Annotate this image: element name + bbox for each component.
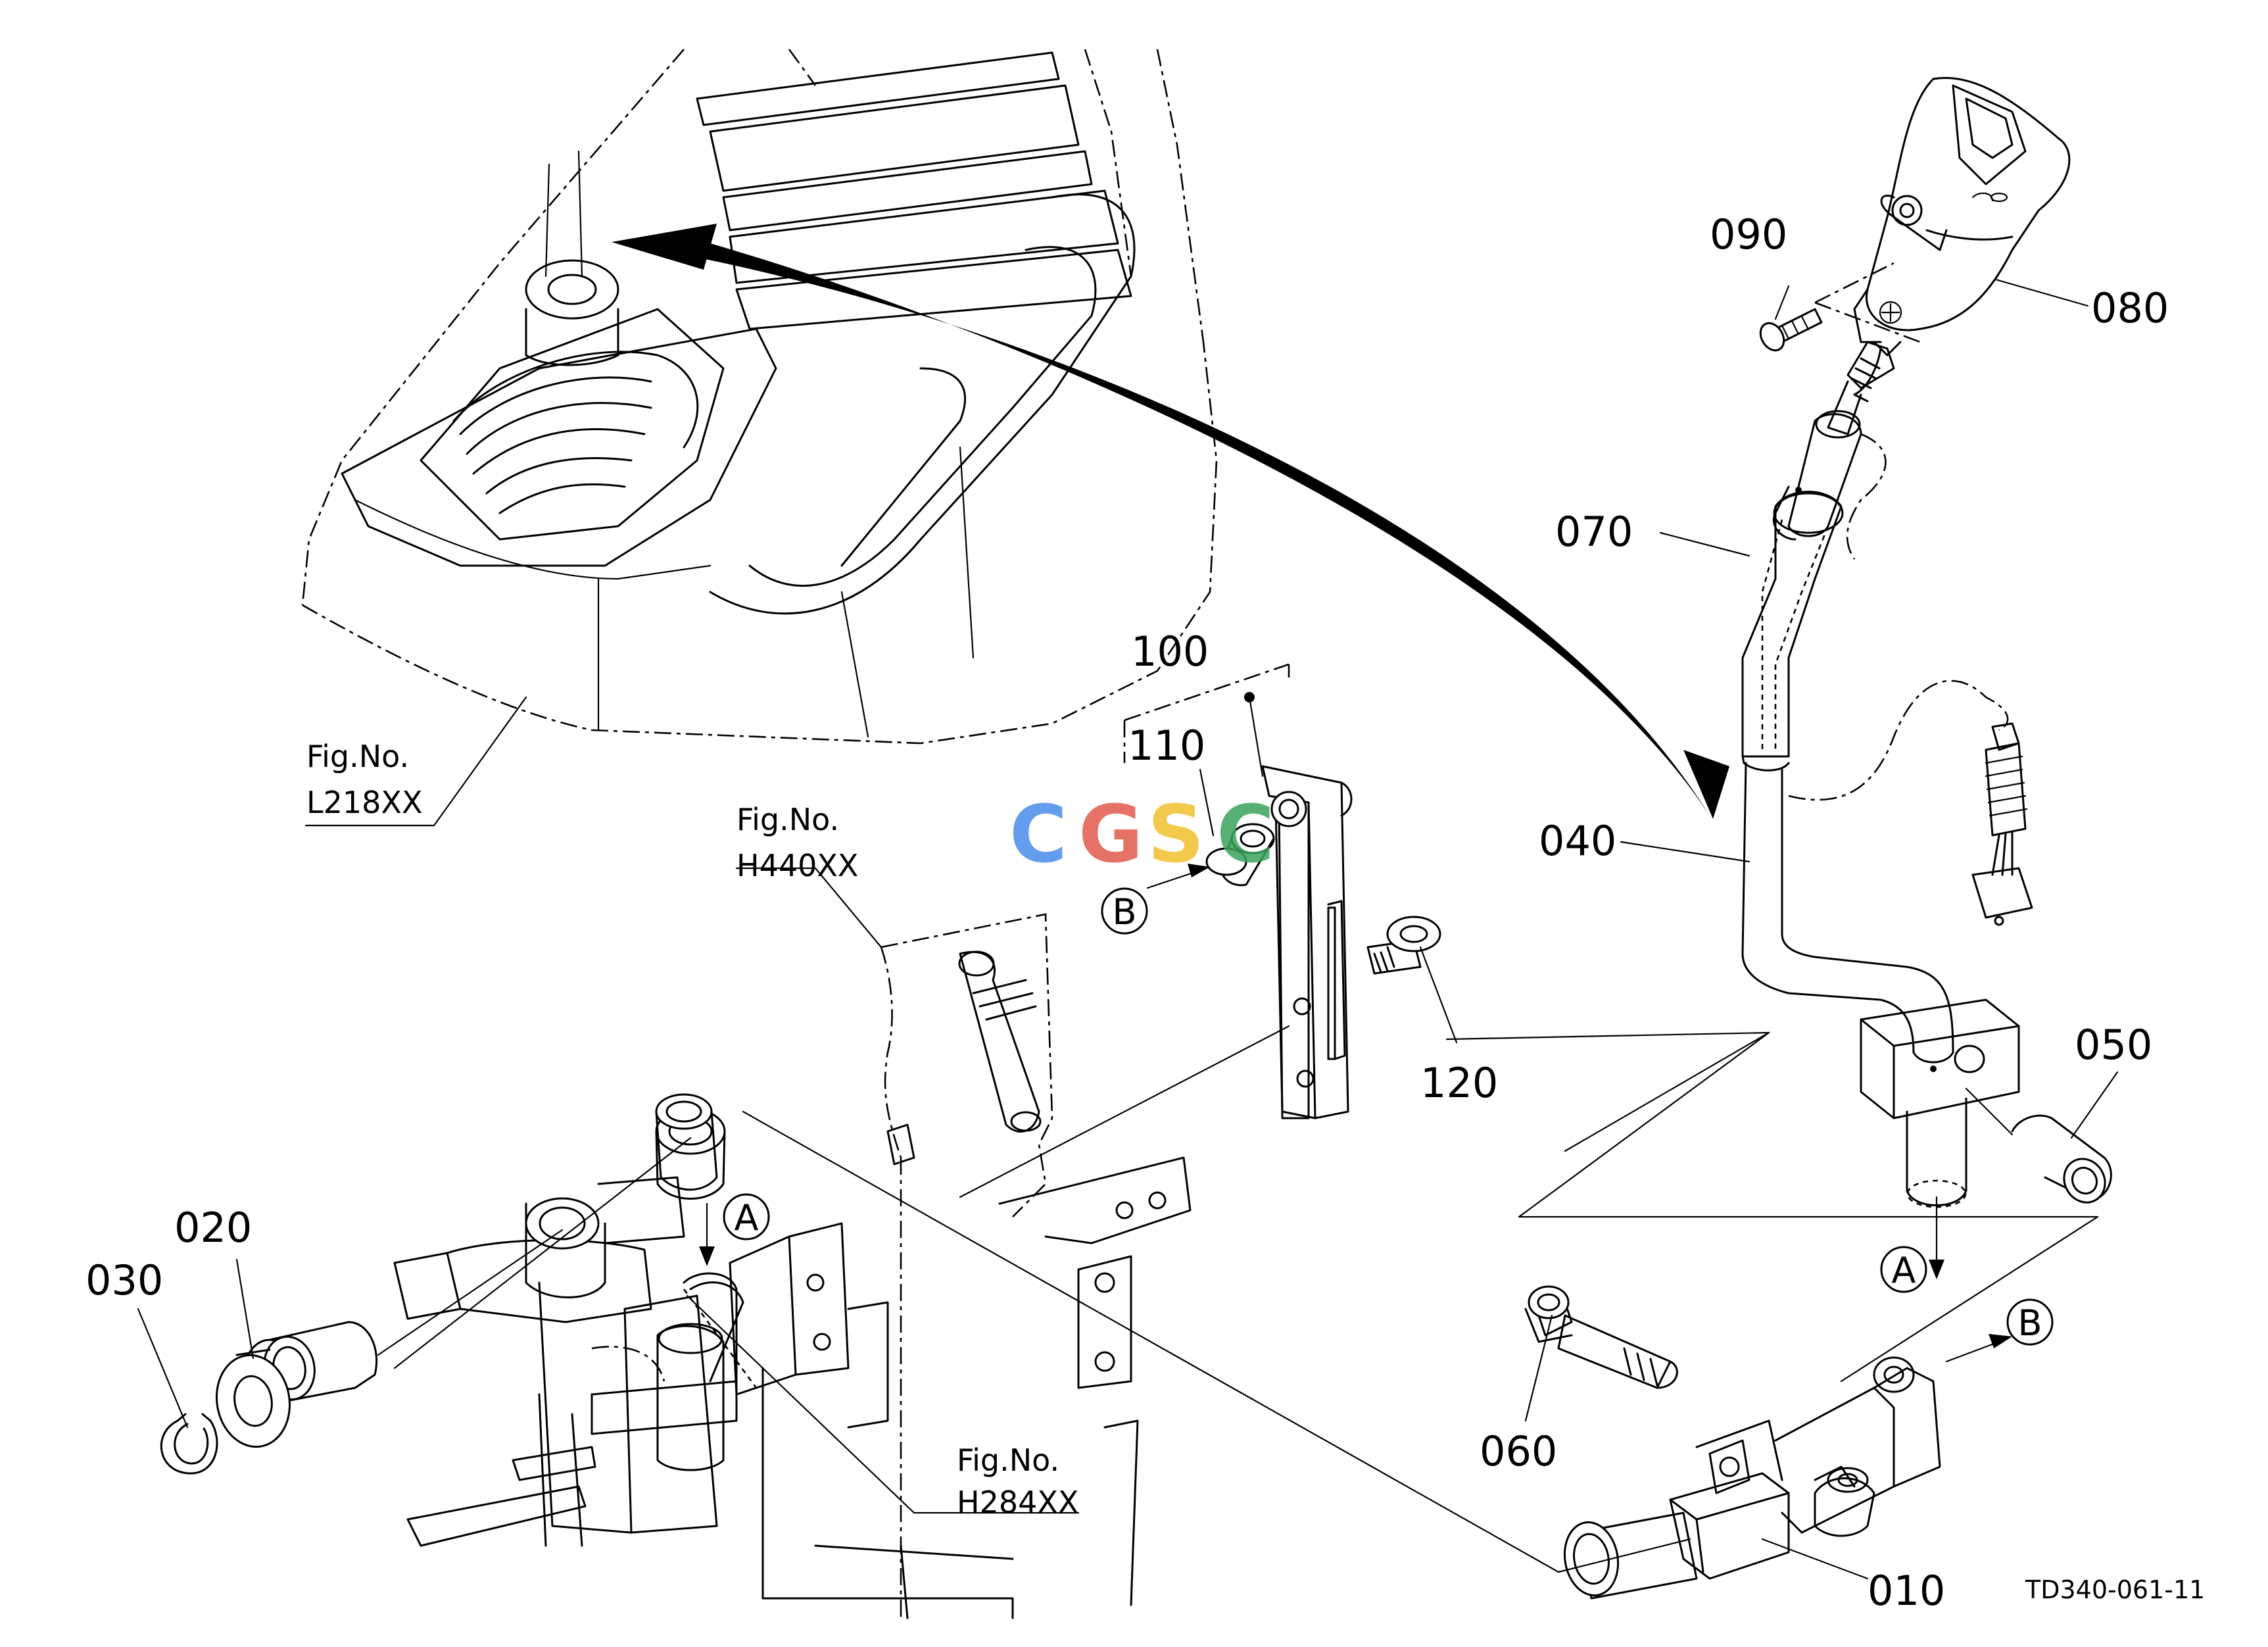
fig-ref-label-l218: Fig.No. <box>306 739 409 774</box>
bolt-120 <box>1366 916 1441 975</box>
fig-ref-label-h284: Fig.No. <box>957 1442 1059 1478</box>
frame-assembly-illustration <box>393 913 1192 1619</box>
part-label-100: 100 <box>1131 627 1209 676</box>
part-label-020: 020 <box>174 1204 252 1252</box>
part-leaders <box>137 278 2119 1580</box>
part-label-110: 110 <box>1128 722 1205 770</box>
part-label-080: 080 <box>2091 284 2169 332</box>
circlip-030 <box>160 1413 218 1475</box>
grip-080 <box>1814 77 2071 435</box>
part-label-010: 010 <box>1868 1567 1945 1615</box>
block-and-pin <box>1860 998 2020 1208</box>
callout-b-left: B <box>1112 891 1136 933</box>
svg-text:S: S <box>1147 789 1204 881</box>
callout-b-right: B <box>2017 1302 2042 1344</box>
washer-020 <box>215 1348 291 1448</box>
callout-a-lower: A <box>1892 1250 1916 1291</box>
callout-a-upper: A <box>735 1197 759 1239</box>
callout-markers: A A B B <box>723 887 2054 1346</box>
fig-ref-code-l218: L218XX <box>306 785 422 820</box>
bushing-050 <box>2011 1114 2112 1204</box>
cgsc-watermark-logo: C G S C <box>1009 789 1274 881</box>
part-label-070: 070 <box>1555 508 1633 556</box>
collar-110 <box>1205 823 1275 887</box>
switch-wire <box>1788 679 2033 926</box>
fig-ref-code-h440: H440XX <box>736 848 858 883</box>
leader-lines <box>377 864 2099 1573</box>
bushing-and-washer <box>243 1093 718 1404</box>
part-label-030: 030 <box>85 1256 163 1304</box>
part-label-090: 090 <box>1710 210 1787 258</box>
big-curved-arrow <box>612 224 1729 819</box>
bolt-060 <box>1524 1285 1678 1389</box>
fig-ref-label-h440: Fig.No. <box>736 802 839 837</box>
bracket-010 <box>1563 1356 1941 1600</box>
part-label-060: 060 <box>1480 1427 1557 1475</box>
svg-text:C: C <box>1217 789 1274 881</box>
part-label-040: 040 <box>1539 817 1616 865</box>
svg-text:G: G <box>1078 789 1144 881</box>
figure-references: Fig.No. L218XX Fig.No. H440XX Fig.No. H2… <box>306 739 1078 1520</box>
drawing-code: TD340-061-11 <box>2025 1575 2205 1604</box>
svg-text:C: C <box>1009 789 1067 881</box>
fig-ref-code-h284: H284XX <box>957 1485 1078 1520</box>
part-label-050: 050 <box>2075 1021 2152 1069</box>
part-labels: 010 020 030 040 050 060 070 080 090 100 … <box>85 210 2169 1615</box>
lever-bracket-100 <box>1123 663 1353 1119</box>
lever-040 <box>1741 491 1954 1064</box>
seat-console-illustration <box>301 49 1218 745</box>
screw-090 <box>1759 308 1823 352</box>
part-label-120: 120 <box>1420 1059 1498 1107</box>
